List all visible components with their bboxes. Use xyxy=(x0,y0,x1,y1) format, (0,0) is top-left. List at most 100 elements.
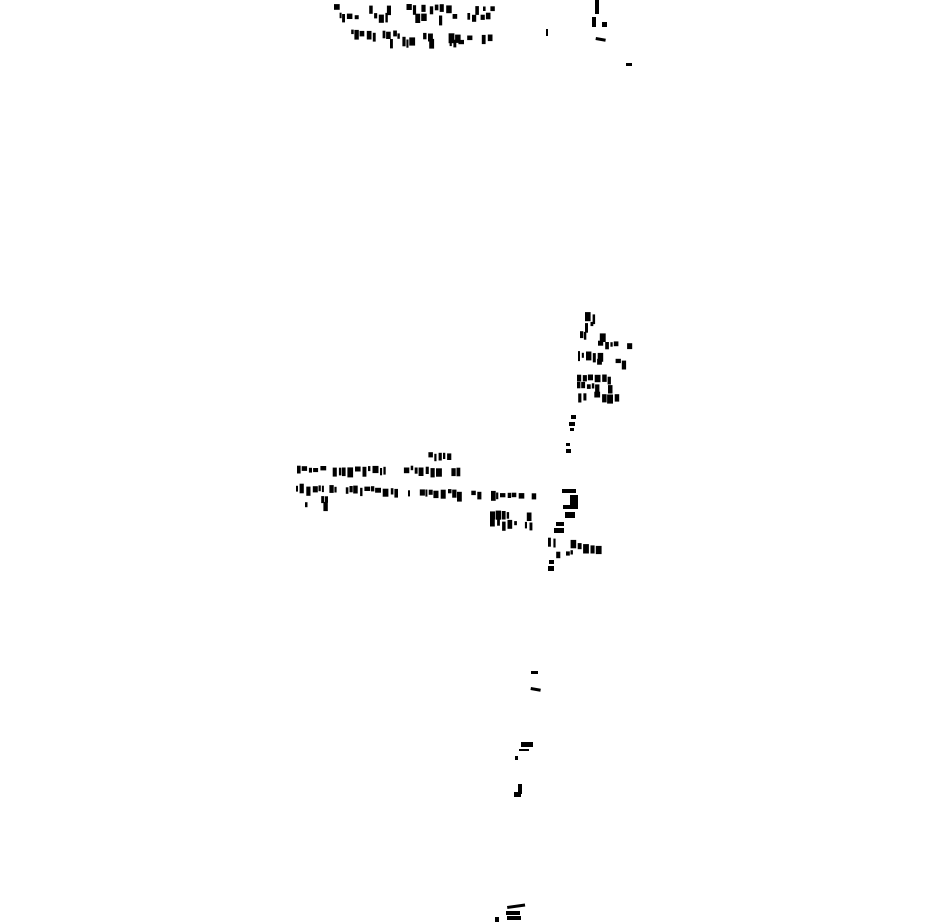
building xyxy=(581,352,584,358)
building xyxy=(490,6,495,12)
building xyxy=(371,486,375,492)
building xyxy=(386,5,391,16)
building xyxy=(526,512,532,521)
building xyxy=(457,491,462,502)
building xyxy=(530,687,541,692)
building xyxy=(412,5,417,15)
building xyxy=(362,466,367,477)
building xyxy=(325,496,328,503)
building xyxy=(566,443,570,446)
building xyxy=(467,13,471,20)
building xyxy=(597,352,604,362)
building xyxy=(313,468,319,473)
building xyxy=(305,502,308,508)
building xyxy=(446,5,452,14)
building xyxy=(334,4,340,10)
building xyxy=(583,393,587,401)
building xyxy=(393,30,397,37)
building xyxy=(577,381,581,389)
building xyxy=(452,14,458,19)
building xyxy=(554,528,564,533)
building xyxy=(421,13,427,21)
building xyxy=(570,539,577,549)
building xyxy=(394,488,398,498)
building xyxy=(507,492,512,498)
building xyxy=(497,519,500,526)
building xyxy=(583,544,589,554)
building xyxy=(355,466,361,472)
building xyxy=(585,323,588,333)
building xyxy=(342,467,346,477)
building xyxy=(515,756,518,760)
building xyxy=(580,331,584,339)
building xyxy=(602,374,607,382)
building xyxy=(375,487,381,493)
building xyxy=(318,485,321,492)
building xyxy=(491,490,496,501)
building xyxy=(353,485,358,494)
building xyxy=(297,465,301,474)
building xyxy=(453,39,457,48)
building xyxy=(480,14,485,20)
building xyxy=(458,39,464,45)
building xyxy=(546,29,548,36)
building xyxy=(548,566,554,571)
building xyxy=(360,487,363,497)
building xyxy=(578,351,580,362)
building xyxy=(507,903,526,909)
building xyxy=(569,422,575,426)
building xyxy=(372,32,376,42)
building xyxy=(351,29,354,35)
building xyxy=(483,6,486,11)
building xyxy=(507,519,513,529)
building xyxy=(372,465,379,474)
building xyxy=(369,5,373,14)
building xyxy=(621,360,627,370)
building xyxy=(448,489,452,494)
building xyxy=(626,63,632,66)
building xyxy=(455,34,461,43)
building xyxy=(570,495,578,509)
building xyxy=(594,374,601,383)
building xyxy=(524,521,527,529)
building xyxy=(607,394,613,404)
building xyxy=(563,505,571,509)
building xyxy=(518,784,522,794)
building xyxy=(598,340,604,346)
building xyxy=(414,467,418,474)
building xyxy=(364,486,371,491)
building xyxy=(354,15,359,20)
building xyxy=(529,522,533,531)
building xyxy=(436,468,442,477)
building xyxy=(439,15,443,26)
building xyxy=(495,917,499,922)
building xyxy=(583,331,587,340)
building xyxy=(490,519,495,527)
building xyxy=(502,521,506,531)
building xyxy=(378,14,384,23)
building xyxy=(556,522,564,526)
building xyxy=(511,492,517,498)
building xyxy=(423,32,427,40)
building xyxy=(481,34,486,45)
building xyxy=(406,39,409,48)
building xyxy=(345,487,349,494)
building xyxy=(308,467,312,473)
building xyxy=(429,38,435,49)
building xyxy=(386,31,391,39)
building xyxy=(383,466,386,475)
building xyxy=(514,521,517,526)
building xyxy=(553,538,556,548)
building xyxy=(595,0,599,14)
building xyxy=(518,493,525,499)
building xyxy=(296,485,298,492)
building xyxy=(451,468,456,477)
building xyxy=(397,33,400,39)
building xyxy=(592,353,596,363)
building xyxy=(477,491,482,500)
building xyxy=(587,374,593,381)
building xyxy=(594,391,601,398)
building xyxy=(299,483,304,494)
building xyxy=(301,466,308,471)
